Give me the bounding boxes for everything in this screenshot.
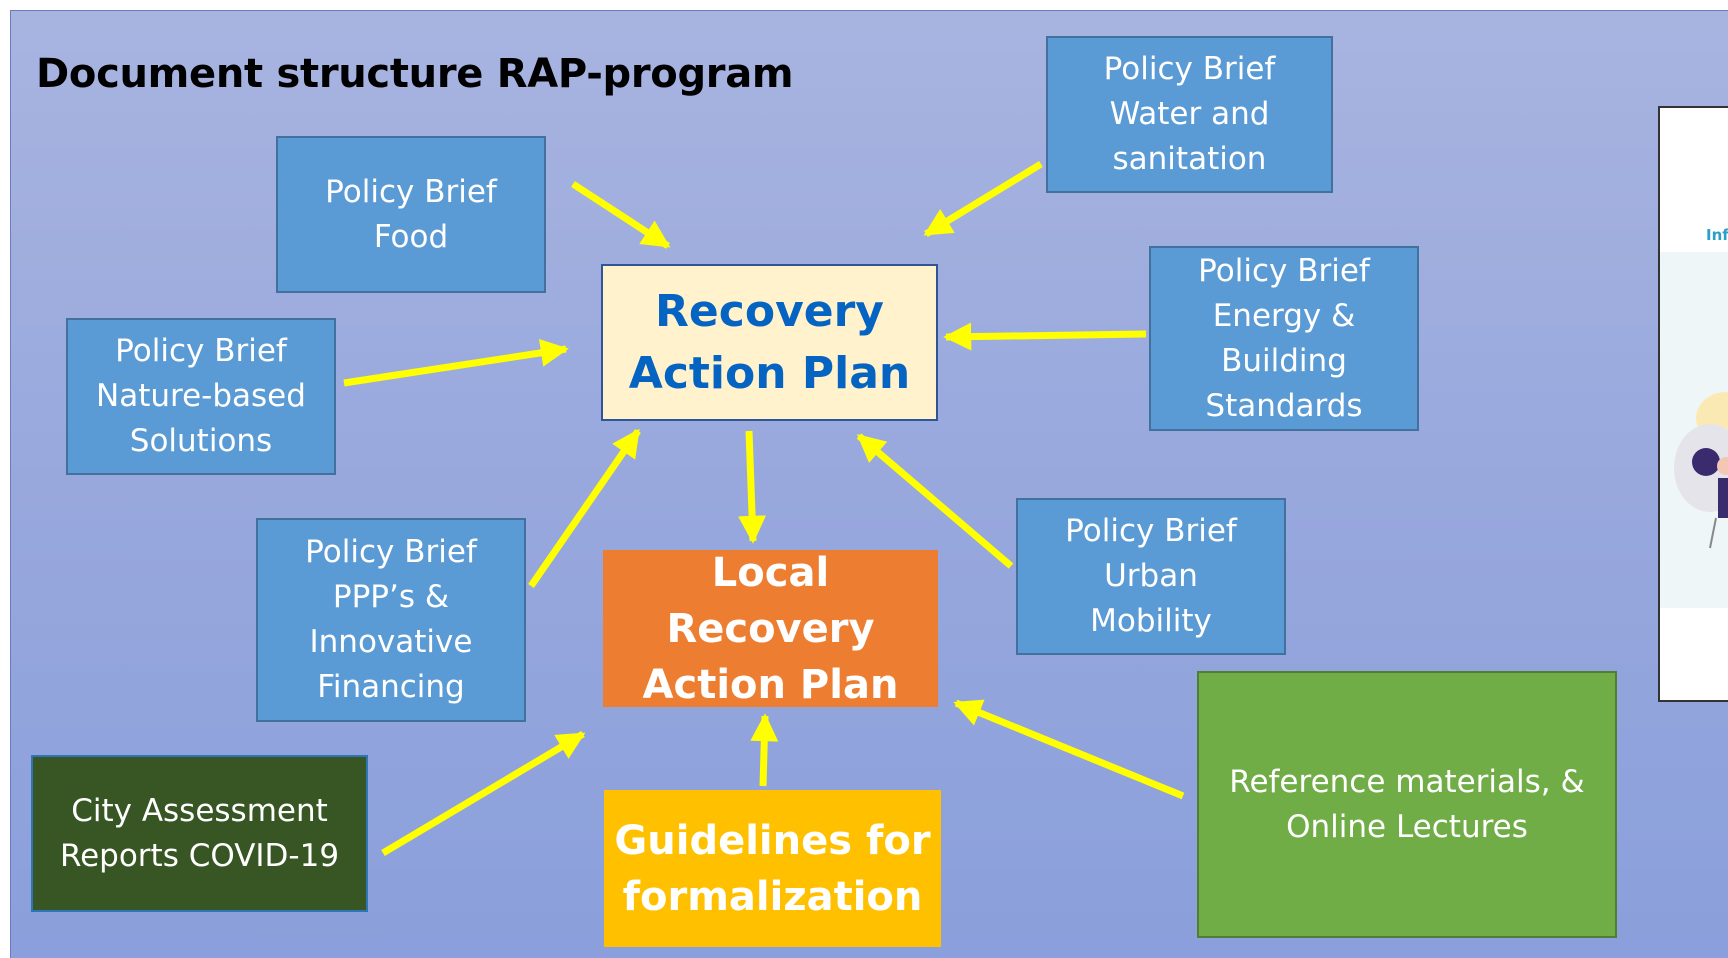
- arrow-city-to-lrap: [381, 730, 586, 857]
- arrow-energy-to-rap: [943, 322, 1147, 351]
- thumbnail-illustration: [1674, 392, 1728, 549]
- arrow-guidelines-to-lrap: [750, 713, 779, 787]
- arrows-layer: [343, 161, 1185, 857]
- arrow-ppp-to-rap: [528, 428, 641, 588]
- recovery-action-plan: Recovery Action Plan: [601, 264, 938, 421]
- policy-brief-ppp-financing: Policy Brief PPP’s & Innovative Financin…: [256, 518, 526, 722]
- arrow-ref-to-lrap: [953, 699, 1185, 800]
- arrow-rap-to-lrap: [738, 430, 767, 544]
- thumbnail-text: Inf: [1706, 226, 1728, 244]
- document-thumbnail: Inf: [1658, 106, 1728, 702]
- arrow-water-to-rap: [923, 161, 1043, 237]
- arrow-nature-to-rap: [343, 338, 569, 387]
- policy-brief-nature-based-solutions: Policy Brief Nature-based Solutions: [66, 318, 336, 475]
- arrow-mobility-to-rap: [856, 433, 1014, 569]
- arrow-food-to-rap: [571, 181, 671, 249]
- guidelines-for-formalization: Guidelines for formalization: [604, 790, 941, 947]
- local-recovery-action-plan: Local Recovery Action Plan: [603, 550, 938, 708]
- policy-brief-food: Policy Brief Food: [276, 136, 546, 293]
- city-assessment-reports: City Assessment Reports COVID-19: [31, 755, 368, 912]
- slide-title: Document structure RAP-program: [36, 51, 794, 97]
- reference-materials-box: Reference materials, & Online Lectures: [1197, 671, 1617, 938]
- policy-brief-urban-mobility: Policy Brief Urban Mobility: [1016, 498, 1286, 655]
- policy-brief-energy-building: Policy Brief Energy & Building Standards: [1149, 246, 1419, 431]
- slide: Document structure RAP-program Policy Br…: [10, 10, 1728, 958]
- policy-brief-water-sanitation: Policy Brief Water and sanitation: [1046, 36, 1333, 193]
